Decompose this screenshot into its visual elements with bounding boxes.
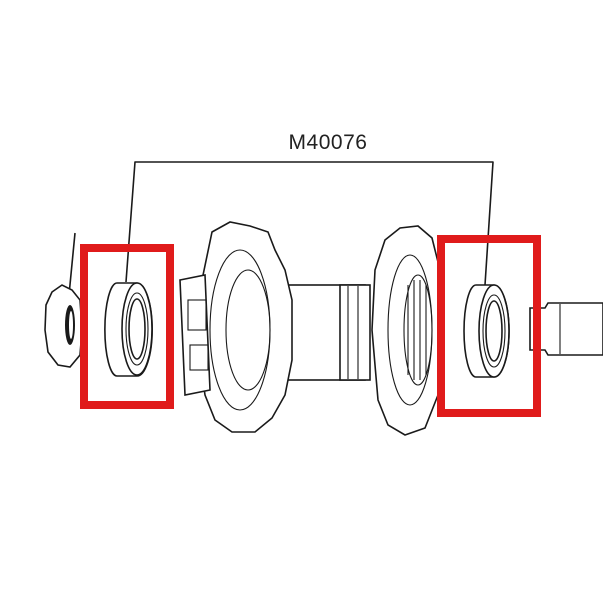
highlight-box-right — [437, 235, 541, 417]
highlight-box-left — [80, 244, 174, 409]
left-bearing — [104, 282, 153, 377]
end-nut — [44, 284, 83, 368]
leader-lines — [68, 161, 494, 296]
right-bearing — [463, 284, 510, 378]
part-number-label: M40076 — [288, 131, 368, 154]
hub-body — [179, 221, 443, 436]
